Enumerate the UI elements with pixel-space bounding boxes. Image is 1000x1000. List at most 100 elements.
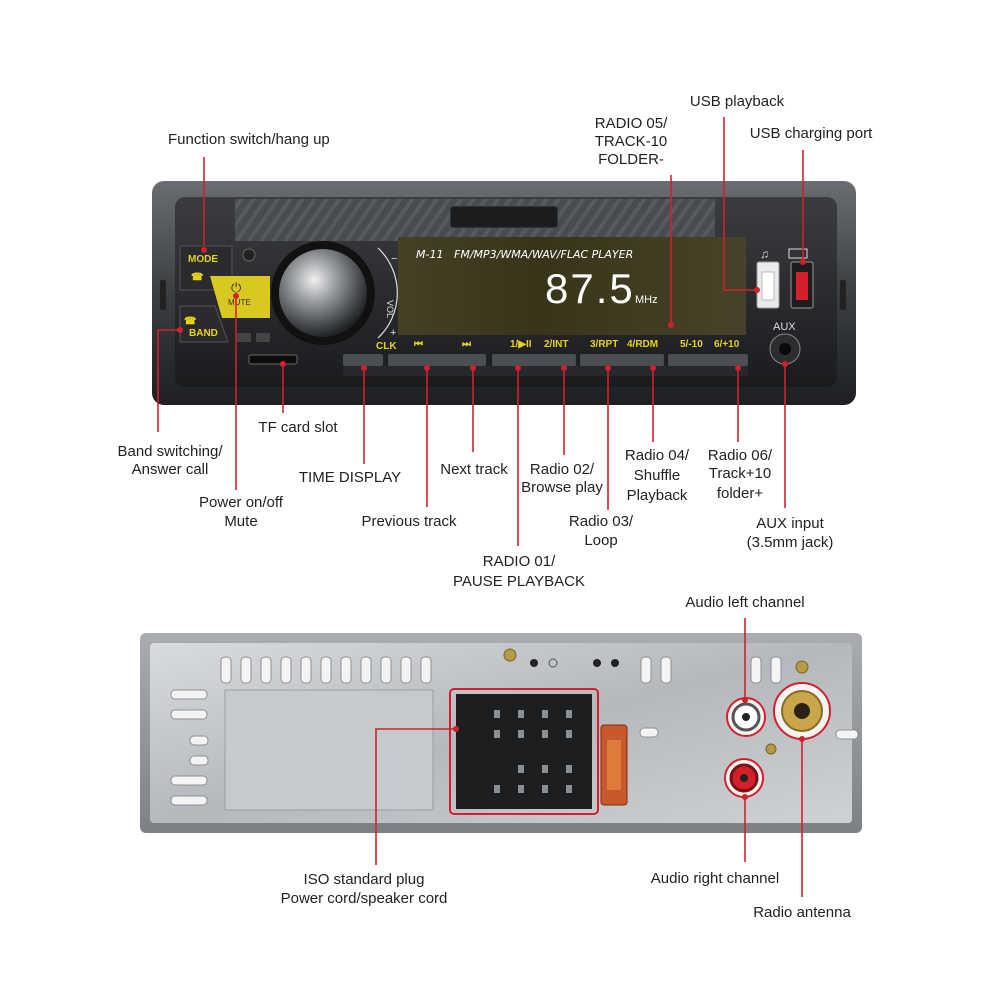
- vol-minus-label: −: [391, 253, 397, 265]
- tf-card-slot[interactable]: [248, 354, 298, 365]
- hole: [611, 659, 619, 667]
- next-track-icon: ⏭: [462, 339, 471, 350]
- phone-hangup-icon: ☎: [191, 272, 203, 283]
- prev-next-keys[interactable]: [388, 354, 486, 366]
- mode-label: MODE: [188, 254, 218, 265]
- callout-radio01-line1: RADIO 01/: [483, 553, 556, 570]
- btn1-label: 1/▶II: [510, 339, 532, 350]
- volume-knob[interactable]: [279, 249, 367, 337]
- usb-playback-slot: [761, 271, 775, 301]
- btn3-label: 3/RPT: [590, 339, 618, 350]
- hole: [548, 658, 558, 668]
- front-callouts: Function switch/hang up RADIO 05/ TRACK-…: [117, 93, 873, 590]
- aux-label: AUX: [773, 321, 796, 333]
- music-note-icon: ♫: [760, 247, 769, 261]
- iso-highlight: [449, 688, 599, 815]
- hole: [530, 659, 538, 667]
- band-label: BAND: [189, 328, 218, 339]
- callout-radio06-line2: Track+10: [709, 465, 771, 482]
- btn6-label: 6/+10: [714, 339, 740, 350]
- callout-radio05-line3: FOLDER-: [598, 151, 664, 168]
- frequency-readout: 87.5: [545, 265, 635, 312]
- front-panel: MODE ☎ ⏻ MUTE ☎ BAND − VOL + CLK M-11 FM…: [152, 181, 856, 405]
- power-icon: ⏻: [231, 280, 241, 295]
- callout-previous-track: Previous track: [361, 513, 457, 530]
- callout-audio-right: Audio right channel: [651, 870, 779, 887]
- front-callout-lines: [157, 117, 806, 546]
- prev-track-icon: ⏮: [414, 339, 423, 350]
- callout-radio04-line1: Radio 04/: [625, 447, 690, 464]
- phone-answer-icon: ☎: [184, 316, 196, 327]
- callout-radio06-line3: folder+: [717, 485, 764, 502]
- vol-label: VOL: [385, 300, 395, 318]
- audio-right-pin: [740, 774, 748, 782]
- callout-radio05-line1: RADIO 05/: [595, 115, 668, 132]
- lcd-display: [398, 237, 746, 335]
- clk-key[interactable]: [343, 354, 383, 366]
- callout-function-switch: Function switch/hang up: [168, 131, 330, 148]
- keys-5-6[interactable]: [668, 354, 748, 366]
- callout-radio03-line2: Loop: [584, 532, 617, 549]
- keys-3-4[interactable]: [580, 354, 664, 366]
- reset-hole: [256, 333, 270, 342]
- callout-power-line1: Power on/off: [199, 494, 284, 511]
- frequency-unit: MHz: [635, 294, 658, 306]
- callout-usb-charging: USB charging port: [750, 125, 873, 142]
- hole: [593, 659, 601, 667]
- antenna-screw: [795, 660, 809, 674]
- clk-label: CLK: [376, 341, 397, 352]
- volume-scale-arc: [377, 247, 398, 339]
- screw-top: [503, 648, 517, 662]
- callout-power-line2: Mute: [224, 513, 257, 530]
- callout-radio02-line1: Radio 02/: [530, 461, 595, 478]
- callout-tf-slot: TF card slot: [258, 419, 338, 436]
- aux-jack-hole: [779, 343, 791, 355]
- callout-radio06-line1: Radio 06/: [708, 447, 773, 464]
- callout-aux-line2: (3.5mm jack): [747, 534, 834, 551]
- lcd-tint: [398, 237, 746, 335]
- keys-1-2[interactable]: [492, 354, 576, 366]
- model-label: M-11: [416, 248, 443, 261]
- btn4-label: 4/RDM: [627, 339, 658, 350]
- callout-radio03-line1: Radio 03/: [569, 513, 634, 530]
- callout-radio04-line3: Playback: [627, 487, 688, 504]
- callout-next-track: Next track: [440, 461, 508, 478]
- disc-slot: [449, 205, 559, 229]
- side-latch-left: [160, 280, 166, 310]
- callout-band-line1: Band switching/: [117, 443, 223, 460]
- callout-band-line2: Answer call: [132, 461, 209, 478]
- callout-aux-line1: AUX input: [756, 515, 824, 532]
- audio-left-pin: [742, 713, 750, 721]
- callout-iso-line1: ISO standard plug: [304, 871, 425, 888]
- fuse-body: [607, 740, 621, 790]
- ir-sensor: [237, 333, 251, 342]
- battery-icon: [788, 248, 808, 259]
- side-vents: [170, 689, 859, 806]
- iso-pins: [494, 710, 572, 793]
- callout-time-display: TIME DISPLAY: [299, 469, 401, 486]
- antenna-hole: [794, 703, 810, 719]
- callout-audio-left: Audio left channel: [685, 594, 804, 611]
- callout-radio02-line2: Browse play: [521, 479, 603, 496]
- vol-plus-label: +: [390, 327, 396, 339]
- recessed-plate: [224, 689, 434, 811]
- callout-radio01-line2: PAUSE PLAYBACK: [453, 573, 585, 590]
- callout-iso-line2: Power cord/speaker cord: [281, 890, 448, 907]
- callout-radio05-line2: TRACK-10: [595, 133, 668, 150]
- mute-button[interactable]: [210, 276, 270, 318]
- callout-radio04-line2: Shuffle: [634, 467, 680, 484]
- rear-panel: [140, 633, 862, 833]
- usb-charging-slot: [796, 272, 808, 300]
- rear-callout-lines: [375, 618, 805, 897]
- key-shadow: [343, 366, 748, 376]
- mute-label: MUTE: [228, 298, 251, 307]
- callout-usb-playback: USB playback: [690, 93, 785, 110]
- side-latch-right: [840, 280, 846, 310]
- btn2-label: 2/INT: [544, 339, 568, 350]
- mic-icon: [242, 248, 256, 262]
- screw-right: [765, 743, 777, 755]
- rear-callouts: Audio left channel ISO standard plug Pow…: [281, 594, 852, 921]
- btn5-label: 5/-10: [680, 339, 703, 350]
